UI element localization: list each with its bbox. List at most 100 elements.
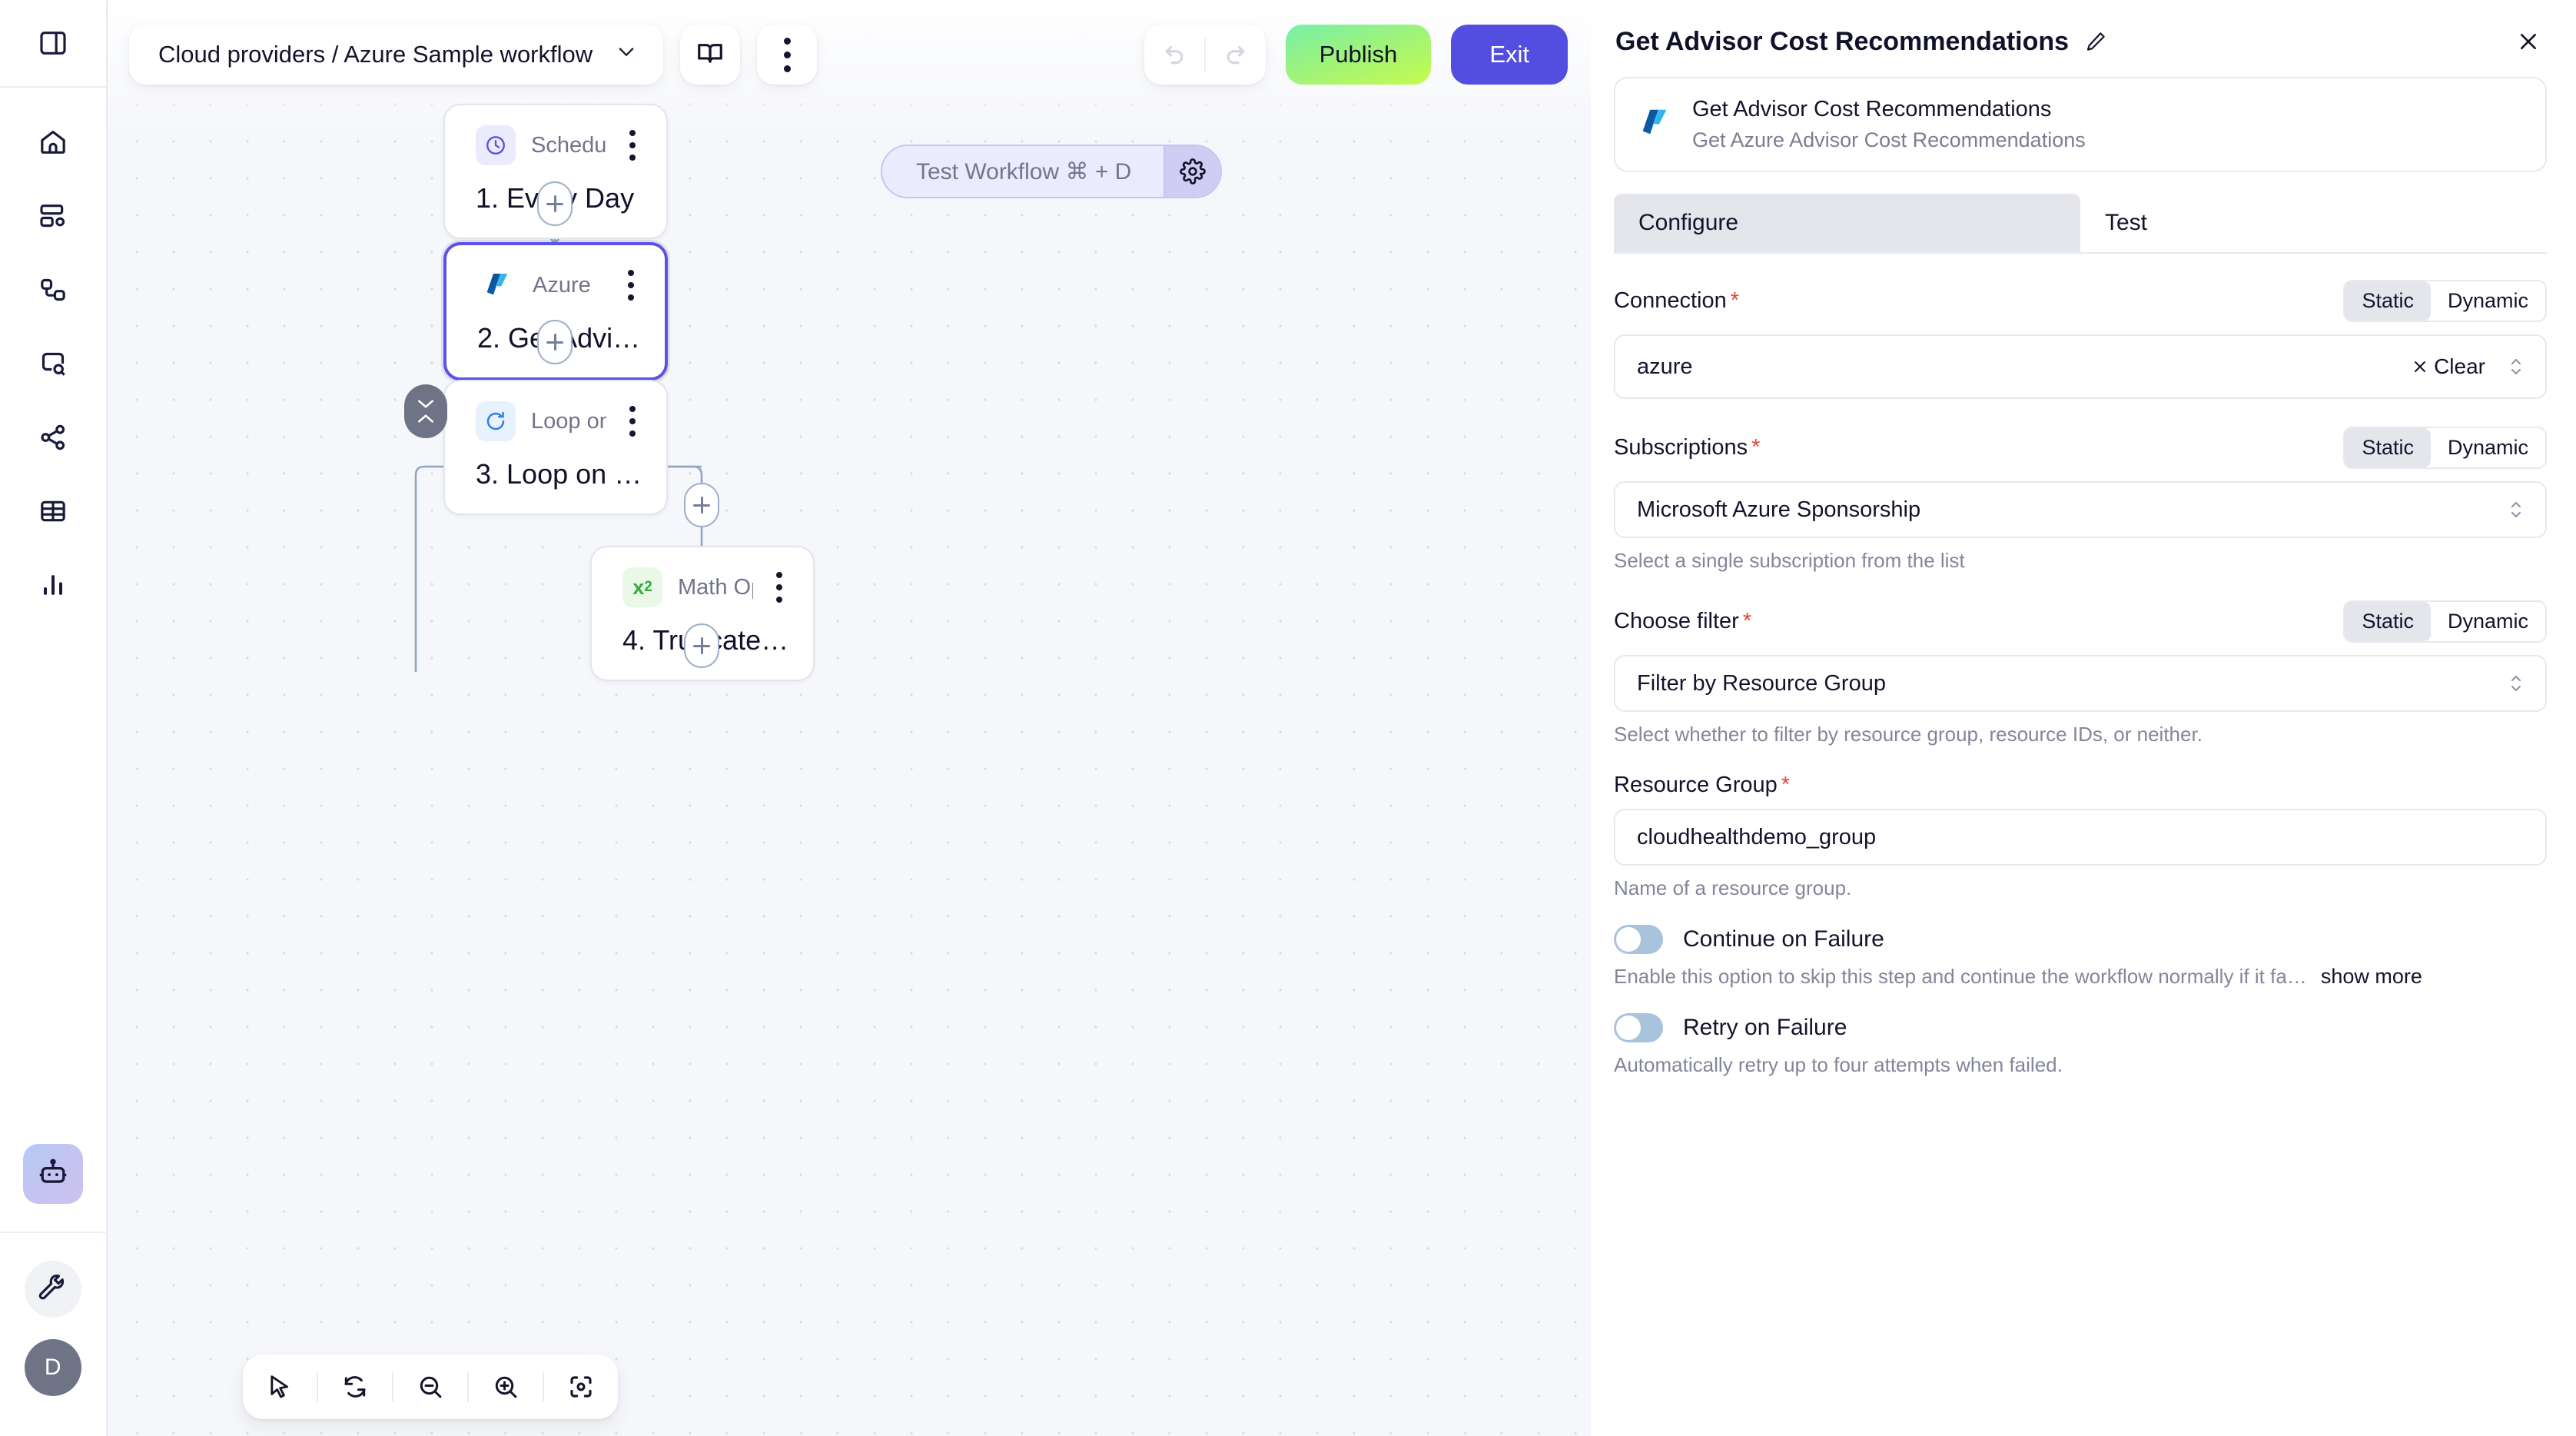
- toggle-label: Retry on Failure: [1683, 1015, 1847, 1040]
- workflow-node-loop[interactable]: Loop on Items 3. Loop on Items: [443, 380, 668, 515]
- fit-view-icon[interactable]: [544, 1355, 618, 1419]
- exit-button[interactable]: Exit: [1451, 25, 1568, 85]
- toggle-retry-on-failure[interactable]: Retry on Failure: [1614, 1013, 2547, 1042]
- configure-form: Connection* Static Dynamic azure Clear: [1608, 254, 2553, 1077]
- connection-select[interactable]: azure Clear: [1614, 334, 2547, 399]
- choose-filter-value: Filter by Resource Group: [1637, 670, 1886, 696]
- clear-connection-button[interactable]: Clear: [2411, 354, 2485, 379]
- continue-on-failure-helper: Enable this option to skip this step and…: [1614, 965, 2547, 989]
- resource-group-input[interactable]: cloudhealthdemo_group: [1614, 809, 2547, 866]
- workflow-breadcrumb-select[interactable]: Cloud providers / Azure Sample workflow: [129, 25, 664, 85]
- required-asterisk: *: [1751, 435, 1761, 460]
- field-header: Choose filter* Static Dynamic: [1614, 600, 2547, 643]
- publish-button[interactable]: Publish: [1285, 25, 1432, 85]
- zoom-in-icon[interactable]: [469, 1355, 543, 1419]
- node-header: Schedule: [476, 125, 643, 165]
- tab-configure[interactable]: Configure: [1614, 194, 2080, 252]
- static-dynamic-toggle: Static Dynamic: [2343, 600, 2547, 643]
- operation-description: Get Azure Advisor Cost Recommendations: [1692, 128, 2086, 151]
- chevron-updown-icon[interactable]: [2498, 672, 2525, 695]
- toggle-label: Continue on Failure: [1683, 926, 1884, 952]
- agent-robot-icon[interactable]: [23, 1144, 83, 1204]
- pointer-icon[interactable]: [243, 1355, 317, 1419]
- segment-dynamic[interactable]: Dynamic: [2430, 281, 2545, 321]
- node-menu-icon[interactable]: [622, 127, 643, 164]
- redo-button[interactable]: [1206, 25, 1266, 85]
- node-type-label: Math Operations: [678, 574, 753, 600]
- resource-group-value: cloudhealthdemo_group: [1637, 824, 1877, 849]
- rail-top-section: [0, 0, 106, 88]
- sidebar-item-tables[interactable]: [25, 483, 81, 540]
- node-type-label: Loop on Items: [531, 408, 606, 434]
- toggle-continue-on-failure[interactable]: Continue on Failure: [1614, 925, 2547, 954]
- field-label: Subscriptions*: [1614, 435, 1761, 460]
- add-step-button[interactable]: [537, 181, 573, 226]
- breadcrumb-label: Cloud providers / Azure Sample workflow: [158, 41, 593, 68]
- node-type-label: Schedule: [531, 132, 606, 158]
- segment-dynamic[interactable]: Dynamic: [2430, 428, 2545, 467]
- azure-icon: [1637, 105, 1672, 145]
- node-menu-icon[interactable]: [768, 569, 790, 606]
- workflow-canvas[interactable]: Cloud providers / Azure Sample workflow: [108, 0, 1591, 1436]
- field-label: Connection*: [1614, 288, 1740, 313]
- show-more-link[interactable]: show more: [2320, 965, 2422, 988]
- required-asterisk: *: [1781, 773, 1791, 797]
- node-menu-icon[interactable]: [622, 403, 643, 440]
- refresh-icon[interactable]: [318, 1355, 392, 1419]
- add-step-button[interactable]: [684, 623, 719, 668]
- sidebar-item-inspect[interactable]: [25, 335, 81, 392]
- page-title: Get Advisor Cost Recommendations: [1615, 26, 2070, 56]
- book-icon: [695, 38, 725, 71]
- chevron-updown-icon[interactable]: [2498, 355, 2525, 378]
- test-workflow-button[interactable]: Test Workflow ⌘ + D: [916, 158, 1132, 184]
- avatar[interactable]: D: [25, 1339, 81, 1396]
- static-dynamic-toggle: Static Dynamic: [2343, 427, 2547, 469]
- choose-filter-select[interactable]: Filter by Resource Group: [1614, 655, 2547, 712]
- tab-test[interactable]: Test: [2080, 194, 2547, 252]
- field-header: Subscriptions* Static Dynamic: [1614, 427, 2547, 469]
- sidebar-item-home[interactable]: [25, 114, 81, 171]
- docs-book-button[interactable]: [680, 25, 741, 85]
- add-step-button[interactable]: [684, 483, 719, 527]
- clock-icon: [476, 125, 516, 165]
- node-menu-icon[interactable]: [620, 267, 642, 304]
- sidebar-toggle-icon[interactable]: [25, 15, 81, 71]
- subscriptions-select[interactable]: Microsoft Azure Sponsorship: [1614, 481, 2547, 538]
- segment-static[interactable]: Static: [2345, 428, 2431, 467]
- chevron-updown-icon[interactable]: [2498, 498, 2525, 521]
- field-header: Connection* Static Dynamic: [1614, 280, 2547, 322]
- zoom-out-icon[interactable]: [393, 1355, 467, 1419]
- chevron-down-icon: [616, 41, 637, 68]
- canvas-bottom-toolbar: [243, 1355, 618, 1419]
- subscriptions-value: Microsoft Azure Sponsorship: [1637, 497, 1921, 522]
- loop-icon: [476, 401, 516, 441]
- wrench-icon[interactable]: [25, 1261, 81, 1318]
- required-asterisk: *: [1742, 609, 1752, 633]
- rail-bottom-section: D: [0, 1144, 107, 1436]
- clear-label: Clear: [2434, 354, 2485, 378]
- sidebar-item-connections[interactable]: [25, 409, 81, 466]
- close-icon[interactable]: [2511, 26, 2545, 57]
- field-choose-filter: Choose filter* Static Dynamic Filter by …: [1614, 600, 2547, 746]
- sidebar-item-dashboard[interactable]: [25, 188, 81, 244]
- collapse-branch-button[interactable]: [404, 384, 447, 438]
- toggle-switch[interactable]: [1614, 925, 1663, 954]
- redo-icon: [1222, 39, 1250, 71]
- more-options-button[interactable]: [757, 25, 818, 85]
- edit-pencil-icon[interactable]: [2084, 30, 2107, 53]
- add-step-button[interactable]: [537, 320, 573, 364]
- undo-button[interactable]: [1144, 25, 1204, 85]
- segment-dynamic[interactable]: Dynamic: [2430, 602, 2545, 641]
- sidebar-item-workflows[interactable]: [25, 261, 81, 318]
- more-vertical-icon: [783, 37, 791, 72]
- segment-static[interactable]: Static: [2345, 281, 2431, 321]
- retry-on-failure-helper: Automatically retry up to four attempts …: [1614, 1053, 2063, 1076]
- test-settings-gear-icon[interactable]: [1164, 146, 1221, 197]
- toggle-switch[interactable]: [1614, 1013, 1663, 1042]
- field-header: Resource Group*: [1614, 773, 2547, 798]
- segment-static[interactable]: Static: [2345, 602, 2431, 641]
- sidebar-item-analytics[interactable]: [25, 557, 81, 613]
- canvas-top-left-toolbar: Cloud providers / Azure Sample workflow: [129, 25, 818, 85]
- undo-redo-group: [1144, 25, 1266, 85]
